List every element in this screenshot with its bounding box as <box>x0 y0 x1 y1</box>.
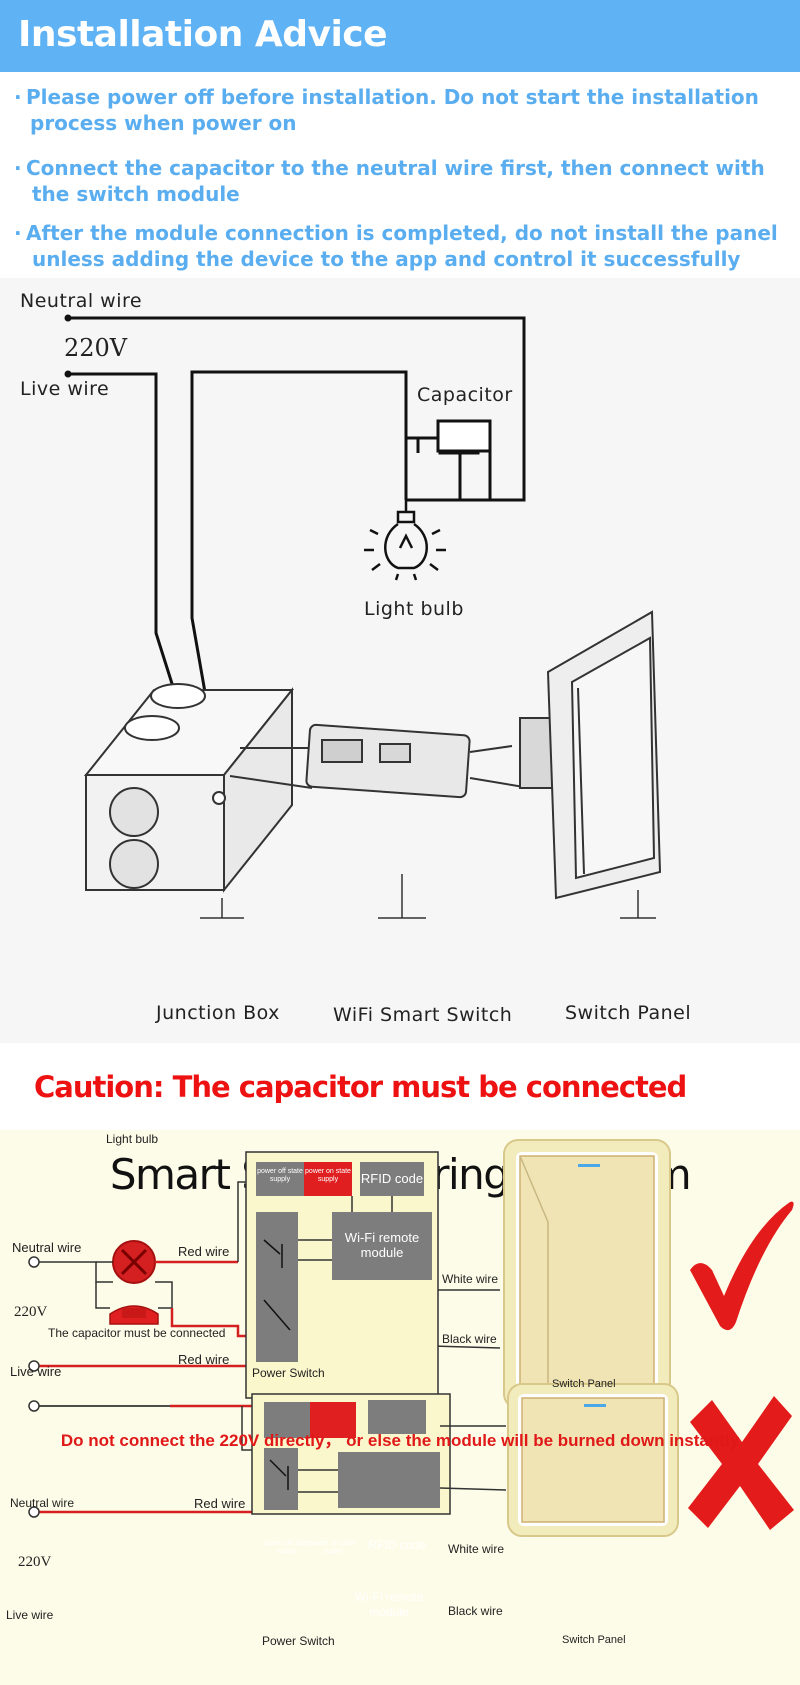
advice-item-capacitor: ·Connect the capacitor to the neutral wi… <box>14 155 794 207</box>
capacitor-label: Capacitor <box>417 384 513 406</box>
advice-text: After the module connection is completed… <box>26 221 778 245</box>
cross-mark-icon <box>688 1396 794 1530</box>
white-wire-label: White wire <box>442 1272 499 1286</box>
neutral-wire-label: Neutral wire <box>12 1240 82 1255</box>
neutral-wire-line <box>68 316 526 502</box>
red-wire-label: Red wire <box>178 1244 230 1259</box>
page-title: Installation Advice <box>18 14 388 55</box>
red-wire-label: Red wire <box>178 1352 230 1367</box>
power-switch-label: Power Switch <box>262 1634 335 1648</box>
power-on-supply-label: power on state supply <box>305 1168 351 1183</box>
advice-text: the switch module <box>32 182 240 206</box>
light-bulb-icon <box>364 496 446 581</box>
switched-wire-line <box>190 370 408 699</box>
wifi-module-label: Wi-Fi remote module <box>354 1590 424 1619</box>
bullet-icon: · <box>14 156 22 180</box>
live-wire-line <box>68 372 188 729</box>
advice-text: unless adding the device to the app and … <box>32 247 741 271</box>
power-off-supply-label: power off state supply <box>264 1540 310 1555</box>
switch-panel-icon <box>519 610 662 900</box>
wiring-diagram-section: Smart Switch Wiring Diagram <box>0 1130 800 1685</box>
white-wire-label: White wire <box>448 1542 505 1556</box>
voltage-label: 220V <box>14 1304 48 1320</box>
voltage-label: 220V <box>64 334 128 362</box>
wiring-diagram-drawing <box>28 1139 794 1537</box>
power-switch-block <box>256 1212 298 1362</box>
black-wire-label: Black wire <box>442 1332 497 1346</box>
advice-text: Connect the capacitor to the neutral wir… <box>26 156 765 180</box>
rfid-block <box>360 1162 424 1196</box>
power-switch-label: Power Switch <box>252 1366 325 1380</box>
neutral-wire-label: Neutral wire <box>20 290 143 312</box>
switch-panel-label: Switch Panel <box>565 1002 692 1024</box>
header-banner: Installation Advice <box>0 0 800 72</box>
switch-panel-label: Switch Panel <box>562 1634 626 1646</box>
neutral-wire-label: Neutral wire <box>10 1496 75 1510</box>
wifi-module-label: Wi-Fi remote module <box>344 1230 420 1260</box>
power-off-supply-block <box>256 1162 304 1196</box>
wifi-smart-switch-label: WiFi Smart Switch <box>333 1004 513 1026</box>
rfid-label: RFID code <box>360 1171 424 1186</box>
advice-text: Please power off before installation. Do… <box>26 85 759 109</box>
switch-panel-label: Switch Panel <box>552 1378 616 1390</box>
power-on-supply-label: power on state supply <box>310 1540 356 1555</box>
live-wire-label: Live wire <box>6 1608 54 1622</box>
advice-text: process when power on <box>30 111 297 135</box>
rfid-label: RFID code <box>368 1538 426 1552</box>
capacitor-icon <box>406 419 524 502</box>
light-bulb-label: Light bulb <box>106 1132 159 1146</box>
wiring-illustration: Neutral wire 220V Live wire Capacitor Li… <box>0 278 800 1043</box>
red-wire-label: Red wire <box>194 1496 246 1511</box>
power-on-supply-block <box>304 1162 352 1196</box>
live-wire-label: Live wire <box>10 1364 62 1379</box>
junction-box-label: Junction Box <box>156 1002 280 1024</box>
caution-text: Caution: The capacitor must be connected <box>34 1070 687 1104</box>
check-mark-icon <box>690 1201 794 1331</box>
wifi-module-icon <box>229 723 531 799</box>
black-wire-label: Black wire <box>448 1604 503 1618</box>
capacitor-note: The capacitor must be connected <box>48 1326 226 1340</box>
bullet-icon: · <box>14 221 22 245</box>
wrong-diagram <box>28 1383 794 1537</box>
wifi-module-block <box>332 1212 432 1280</box>
junction-box-icon <box>83 683 295 893</box>
advice-item-panel: ·After the module connection is complete… <box>14 220 794 272</box>
power-off-supply-label: power off state supply <box>257 1168 303 1183</box>
live-wire-label: Live wire <box>20 378 110 400</box>
advice-item-power-off: ·Please power off before installation. D… <box>14 84 794 136</box>
correct-diagram <box>28 1139 794 1409</box>
power-off-supply-block <box>264 1402 310 1438</box>
warning-text: Do not connect the 220V directly， or els… <box>60 1431 740 1450</box>
wifi-module-block <box>338 1452 440 1508</box>
bullet-icon: · <box>14 85 22 109</box>
light-bulb-label: Light bulb <box>364 598 464 620</box>
rfid-block <box>368 1400 426 1434</box>
voltage-label: 220V <box>18 1554 52 1570</box>
power-on-supply-block <box>310 1402 356 1438</box>
power-switch-block <box>264 1448 298 1510</box>
wiring-drawing <box>64 314 662 919</box>
